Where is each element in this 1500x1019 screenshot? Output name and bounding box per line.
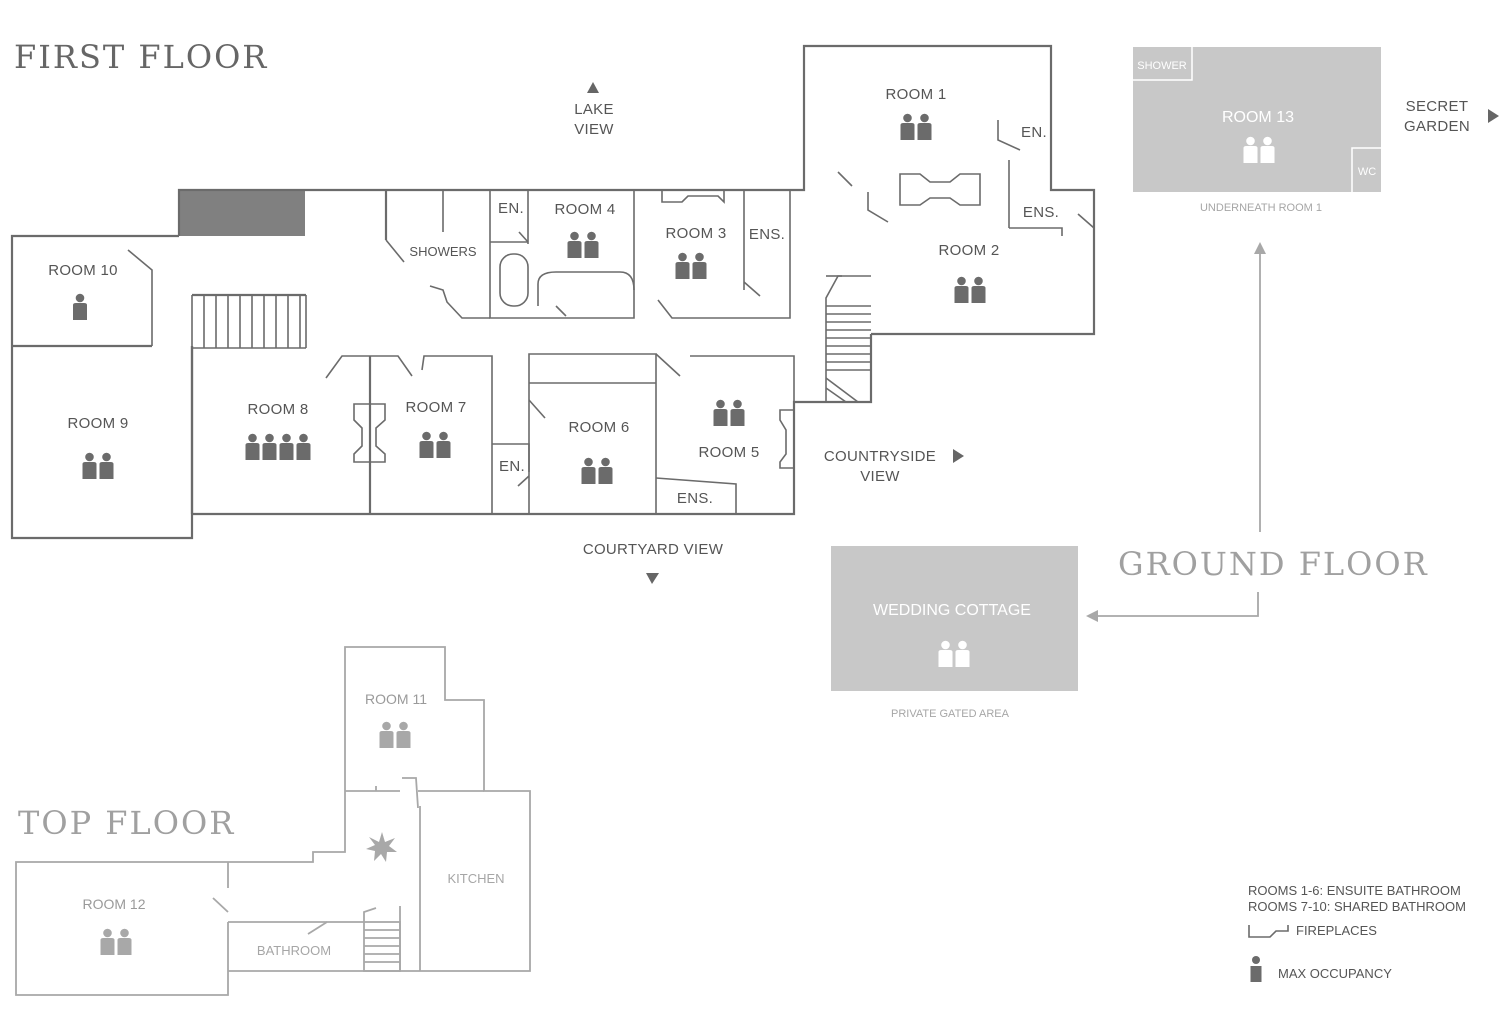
lake-view-label-1: LAKE	[574, 101, 614, 118]
ens-label: ENS.	[749, 226, 785, 243]
lake-view-label-2: VIEW	[574, 121, 614, 138]
ens-label: ENS.	[1023, 204, 1059, 221]
secret-garden-label-2: GARDEN	[1404, 118, 1470, 135]
person-icon	[692, 252, 707, 279]
top-floor-walls	[15, 646, 531, 996]
person-icon	[296, 433, 311, 460]
lake-view-marker: LAKE VIEW	[574, 82, 614, 138]
room-13-block: SHOWER WC ROOM 13	[1133, 47, 1381, 192]
countryside-view-label-2: VIEW	[860, 468, 900, 485]
person-icon	[917, 113, 932, 140]
arrow-right-icon	[953, 449, 964, 463]
person-icon	[279, 433, 294, 460]
arrow-left-icon	[1086, 610, 1098, 622]
person-icon	[567, 231, 582, 258]
person-icon	[675, 252, 690, 279]
person-icon	[1250, 956, 1262, 982]
room-4-label: ROOM 4	[555, 201, 616, 218]
room-12-label: ROOM 12	[82, 896, 145, 912]
person-icon	[598, 457, 613, 484]
en-label: EN.	[499, 458, 525, 475]
person-icon	[938, 640, 953, 667]
countryside-view-marker: COUNTRYSIDE VIEW	[824, 448, 964, 485]
room-5-label: ROOM 5	[699, 444, 760, 461]
person-icon	[1243, 136, 1258, 163]
person-icon	[584, 231, 599, 258]
kitchen-label: KITCHEN	[447, 871, 504, 886]
person-icon	[971, 276, 986, 303]
person-icon	[436, 431, 451, 458]
bathroom-label: BATHROOM	[257, 943, 331, 958]
fireplace-icon	[899, 173, 981, 206]
arrow-down-icon	[646, 573, 659, 584]
room-1-label: ROOM 1	[886, 86, 947, 103]
person-icon	[730, 399, 745, 426]
wedding-cottage-label: WEDDING COTTAGE	[873, 602, 1031, 619]
person-icon	[73, 293, 87, 320]
room-13-label: ROOM 13	[1222, 109, 1294, 126]
occupancy-icons	[73, 113, 1275, 955]
fireplace-icon	[661, 190, 725, 204]
fireplace-icon	[779, 409, 794, 469]
stairwell-block	[179, 190, 305, 236]
arrow-up-icon	[587, 82, 599, 93]
person-icon	[99, 452, 114, 479]
room-6-label: ROOM 6	[569, 419, 630, 436]
ground-floor-title: GROUND FLOOR	[1118, 545, 1429, 583]
fireplace-icon	[1248, 925, 1289, 938]
showers-label: SHOWERS	[409, 244, 477, 259]
staircase	[363, 921, 401, 972]
person-icon	[262, 433, 277, 460]
person-icon	[1260, 136, 1275, 163]
shower-label: SHOWER	[1137, 60, 1187, 72]
person-icon	[581, 457, 596, 484]
en-label: EN.	[1021, 124, 1047, 141]
person-icon	[955, 640, 970, 667]
courtyard-view-marker: COURTYARD VIEW	[583, 541, 724, 584]
top-floor-title: TOP FLOOR	[18, 804, 235, 842]
room-2-label: ROOM 2	[939, 242, 1000, 259]
person-icon	[900, 113, 915, 140]
person-icon	[100, 928, 115, 955]
fireplace-icon	[353, 403, 386, 463]
room-8-label: ROOM 8	[248, 401, 309, 418]
room-11-label: ROOM 11	[365, 691, 427, 707]
secret-garden-label-1: SECRET	[1406, 98, 1469, 115]
first-floor-title: FIRST FLOOR	[14, 38, 268, 76]
legend-shared: ROOMS 7-10: SHARED BATHROOM	[1248, 899, 1466, 914]
ens-label: ENS.	[677, 490, 713, 507]
wedding-cottage-block: WEDDING COTTAGE	[831, 546, 1078, 691]
legend-fireplaces: FIREPLACES	[1296, 923, 1377, 938]
person-icon	[117, 928, 132, 955]
room-3-label: ROOM 3	[666, 225, 727, 242]
courtyard-view-label: COURTYARD VIEW	[583, 541, 724, 558]
room-7-label: ROOM 7	[406, 399, 467, 416]
ground-floor-connectors	[1086, 242, 1266, 622]
room-10-label: ROOM 10	[48, 262, 118, 279]
secret-garden-marker: SECRET GARDEN	[1404, 98, 1499, 135]
person-icon	[419, 431, 434, 458]
staircase	[191, 293, 307, 350]
legend: ROOMS 1-6: ENSUITE BATHROOM ROOMS 7-10: …	[1248, 883, 1466, 982]
person-icon	[713, 399, 728, 426]
legend-ensuite: ROOMS 1-6: ENSUITE BATHROOM	[1248, 883, 1461, 898]
person-icon	[245, 433, 260, 460]
private-gated-area-note: PRIVATE GATED AREA	[891, 708, 1010, 720]
legend-max-occupancy: MAX OCCUPANCY	[1278, 966, 1392, 981]
person-icon	[379, 721, 394, 748]
staircase	[825, 275, 871, 403]
arrow-up-icon	[1254, 242, 1266, 254]
arrow-right-icon	[1488, 109, 1499, 123]
countryside-view-label-1: COUNTRYSIDE	[824, 448, 936, 465]
person-icon	[82, 452, 97, 479]
star-icon	[366, 832, 397, 862]
en-label: EN.	[498, 200, 524, 217]
first-floor-walls	[10, 44, 1096, 540]
room-9-label: ROOM 9	[68, 415, 129, 432]
person-icon	[396, 721, 411, 748]
wc-label: WC	[1358, 166, 1376, 178]
person-icon	[954, 276, 969, 303]
underneath-room-1-note: UNDERNEATH ROOM 1	[1200, 202, 1322, 214]
